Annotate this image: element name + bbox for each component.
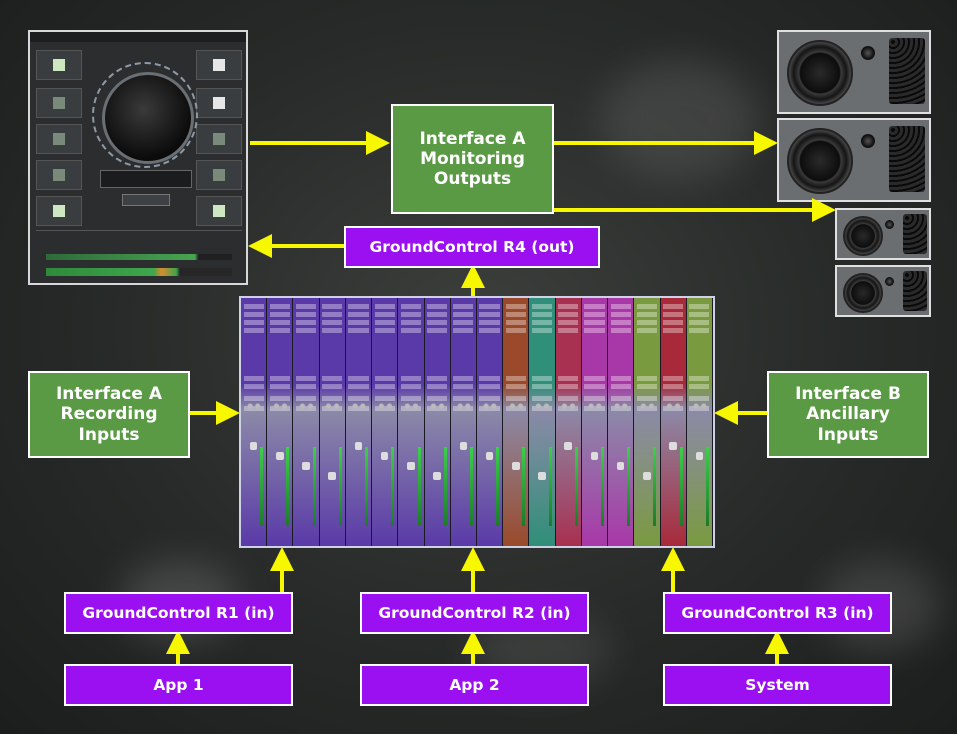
source-button[interactable]: [36, 124, 82, 154]
channel-fader[interactable]: [669, 442, 677, 450]
mixer-channel-strip[interactable]: [398, 298, 424, 546]
channel-fader[interactable]: [407, 462, 415, 470]
channel-fader[interactable]: [276, 452, 284, 460]
channel-fader[interactable]: [512, 462, 520, 470]
mixer-channel-strip[interactable]: [556, 298, 582, 546]
speaker-small-2: [835, 265, 931, 317]
mixer-channel-strip[interactable]: [634, 298, 660, 546]
mixer-channel-strip[interactable]: [661, 298, 687, 546]
source-button[interactable]: [36, 196, 82, 226]
mute-dim-row[interactable]: [100, 170, 192, 188]
groundcontrol-r3-box: GroundControl R3 (in): [663, 592, 892, 634]
mixer-channel-strip[interactable]: [241, 298, 267, 546]
groundcontrol-r1-box: GroundControl R1 (in): [64, 592, 293, 634]
mixer-channel-strip[interactable]: [687, 298, 713, 546]
app2-box: App 2: [360, 664, 589, 706]
mixer-channel-strip[interactable]: [608, 298, 634, 546]
speaker-large-2: [777, 118, 931, 202]
mixer-channel-strip[interactable]: [267, 298, 293, 546]
mixer-channel-strip[interactable]: [320, 298, 346, 546]
speaker-button[interactable]: [196, 50, 242, 80]
groundcontrol-r2-box: GroundControl R2 (in): [360, 592, 589, 634]
volume-knob[interactable]: [102, 72, 194, 164]
channel-fader[interactable]: [696, 452, 704, 460]
mixer-channel-strip[interactable]: [293, 298, 319, 546]
channel-fader[interactable]: [643, 472, 651, 480]
speaker-small-1: [835, 208, 931, 260]
mixer-channel-strip[interactable]: [503, 298, 529, 546]
speaker-button[interactable]: [196, 160, 242, 190]
monitor-controller-panel: [28, 30, 248, 285]
mixer-channel-strip[interactable]: [477, 298, 503, 546]
channel-fader[interactable]: [538, 472, 546, 480]
level-meter: [46, 268, 232, 276]
channel-fader[interactable]: [617, 462, 625, 470]
panel-divider: [36, 230, 242, 231]
speaker-button[interactable]: [196, 88, 242, 118]
channel-fader[interactable]: [433, 472, 441, 480]
channel-fader[interactable]: [328, 472, 336, 480]
speaker-large-1: [777, 30, 931, 114]
ancillary-inputs-box: Interface B Ancillary Inputs: [767, 371, 929, 458]
channel-fader[interactable]: [250, 442, 258, 450]
groundcontrol-r4-box: GroundControl R4 (out): [344, 226, 600, 268]
mixer-channel-strip[interactable]: [425, 298, 451, 546]
source-button[interactable]: [36, 88, 82, 118]
recording-inputs-box: Interface A Recording Inputs: [28, 371, 190, 458]
monitoring-outputs-box: Interface A Monitoring Outputs: [391, 104, 554, 214]
mixer-channel-strip[interactable]: [451, 298, 477, 546]
mixer-channel-strip[interactable]: [346, 298, 372, 546]
background-blur: [600, 60, 760, 180]
source-button[interactable]: [36, 160, 82, 190]
channel-fader[interactable]: [591, 452, 599, 460]
panel-titlebar: [30, 32, 246, 42]
channel-fader[interactable]: [460, 442, 468, 450]
mixer-window: [239, 296, 715, 548]
talkback-button[interactable]: [122, 194, 170, 206]
channel-fader[interactable]: [302, 462, 310, 470]
mixer-channel-strip[interactable]: [582, 298, 608, 546]
source-button[interactable]: [36, 50, 82, 80]
mixer-channel-strip[interactable]: [529, 298, 555, 546]
channel-fader[interactable]: [486, 452, 494, 460]
channel-fader[interactable]: [564, 442, 572, 450]
speaker-button[interactable]: [196, 196, 242, 226]
system-box: System: [663, 664, 892, 706]
level-meter: [46, 254, 232, 260]
channel-fader[interactable]: [381, 452, 389, 460]
channel-fader[interactable]: [355, 442, 363, 450]
app1-box: App 1: [64, 664, 293, 706]
speaker-button[interactable]: [196, 124, 242, 154]
mixer-channel-strip[interactable]: [372, 298, 398, 546]
